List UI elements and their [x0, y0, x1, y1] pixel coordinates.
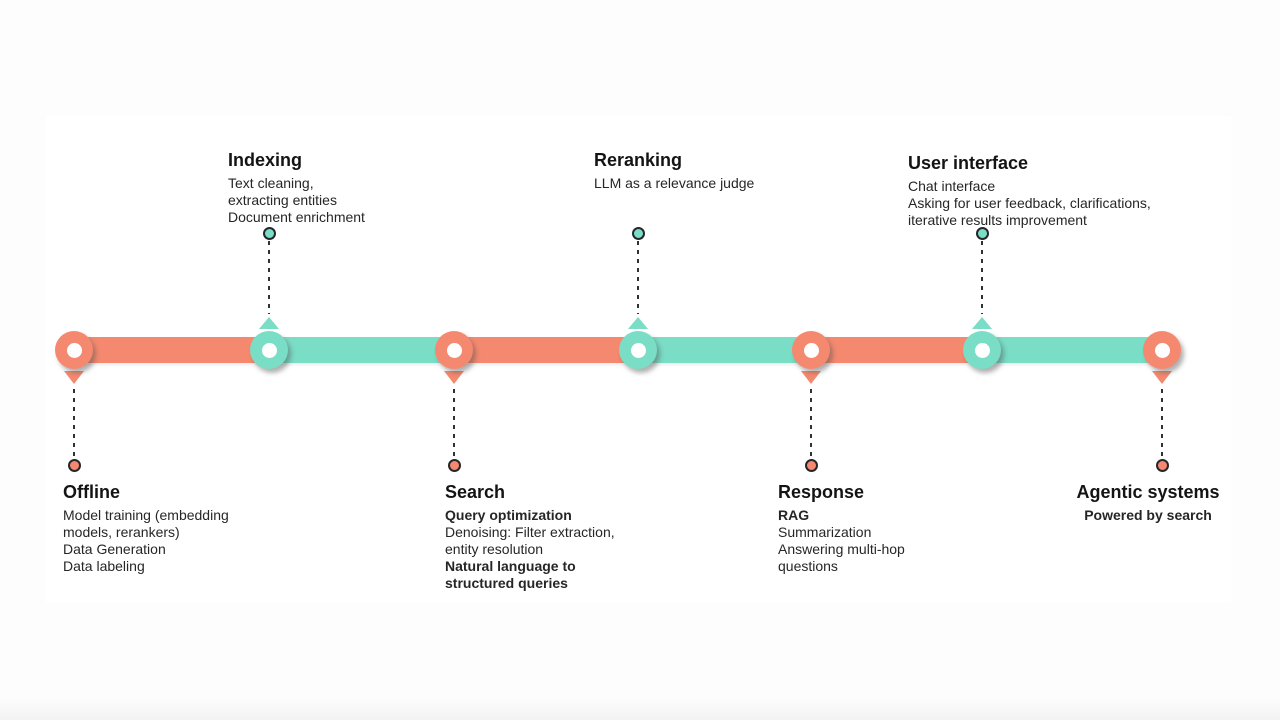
connector-endpoint-dot	[632, 227, 645, 240]
connector-arrow-down-icon	[444, 371, 464, 384]
milestone-label-indexing: Indexing Text cleaning, extracting entit…	[228, 149, 428, 226]
milestone-line: Natural language to	[445, 558, 576, 574]
connector-dashed-line	[268, 241, 270, 314]
milestone-line: Model training (embedding	[63, 507, 229, 523]
node-hole	[974, 342, 990, 358]
timeline-segment	[74, 337, 269, 363]
milestone-line: structured queries	[445, 575, 568, 591]
timeline-segment	[269, 337, 454, 363]
milestone-line: Chat interface	[908, 178, 996, 194]
connector-arrow-down-icon	[801, 371, 821, 384]
milestone-line: Data Generation	[63, 541, 166, 557]
milestone-label-search: Search Query optimization Denoising: Fil…	[445, 481, 660, 592]
node-hole	[630, 342, 646, 358]
connector-endpoint-dot	[805, 459, 818, 472]
milestone-line: questions	[778, 558, 838, 574]
milestone-title: Reranking	[594, 150, 683, 170]
milestone-line: Document enrichment	[228, 209, 365, 225]
timeline-node-agentic-systems	[1143, 331, 1181, 369]
connector-dashed-line	[810, 389, 812, 459]
milestone-label-reranking: Reranking LLM as a relevance judge	[594, 149, 814, 192]
milestone-line: Answering multi-hop	[778, 541, 905, 557]
milestone-line: Denoising: Filter extraction,	[445, 524, 615, 540]
milestone-line: models, rerankers)	[63, 524, 180, 540]
timeline-segment	[454, 337, 638, 363]
connector-endpoint-dot	[448, 459, 461, 472]
milestone-line: Text cleaning,	[228, 175, 314, 191]
milestone-title: Indexing	[228, 150, 303, 170]
timeline-node-reranking	[619, 331, 657, 369]
milestone-line: RAG	[778, 507, 810, 523]
connector-endpoint-dot	[68, 459, 81, 472]
milestone-title: Offline	[63, 482, 120, 502]
connector-arrow-up-icon	[628, 317, 648, 329]
connector-dashed-line	[453, 389, 455, 459]
timeline-segment	[811, 337, 982, 363]
milestone-label-offline: Offline Model training (embedding models…	[63, 481, 263, 575]
milestone-label-agentic-systems: Agentic systems Powered by search	[1038, 481, 1258, 524]
timeline-node-response	[792, 331, 830, 369]
node-hole	[66, 342, 82, 358]
milestone-line: Data labeling	[63, 558, 145, 574]
connector-dashed-line	[1161, 389, 1163, 459]
milestone-line: iterative results improvement	[908, 212, 1087, 228]
timeline-node-offline	[55, 331, 93, 369]
milestone-line: LLM as a relevance judge	[594, 175, 755, 191]
page-edge-shadow	[0, 698, 1280, 720]
milestone-label-response: Response RAG Summarization Answering mul…	[778, 481, 958, 575]
connector-arrow-down-icon	[1152, 371, 1172, 384]
timeline-node-indexing	[250, 331, 288, 369]
milestone-title: User interface	[908, 153, 1029, 173]
milestone-line: Powered by search	[1084, 507, 1212, 523]
milestone-title: Search	[445, 482, 506, 502]
node-hole	[803, 342, 819, 358]
connector-arrow-up-icon	[972, 317, 992, 329]
milestone-line: extracting entities	[228, 192, 337, 208]
connector-dashed-line	[637, 241, 639, 314]
milestone-line: Query optimization	[445, 507, 572, 523]
connector-arrow-up-icon	[259, 317, 279, 329]
milestone-line: entity resolution	[445, 541, 544, 557]
connector-dashed-line	[73, 389, 75, 459]
timeline-segment	[638, 337, 811, 363]
node-hole	[261, 342, 277, 358]
milestone-title: Response	[778, 482, 865, 502]
timeline-node-user-interface	[963, 331, 1001, 369]
milestone-title: Agentic systems	[1076, 482, 1220, 502]
connector-endpoint-dot	[1156, 459, 1169, 472]
milestone-line: Asking for user feedback, clarifications…	[908, 195, 1151, 211]
milestone-line: Summarization	[778, 524, 872, 540]
connector-dashed-line	[981, 241, 983, 314]
connector-arrow-down-icon	[64, 371, 84, 384]
connector-endpoint-dot	[976, 227, 989, 240]
node-hole	[1154, 342, 1170, 358]
milestone-label-user-interface: User interface Chat interface Asking for…	[908, 152, 1208, 229]
timeline-segment	[982, 337, 1162, 363]
connector-endpoint-dot	[263, 227, 276, 240]
timeline-node-search	[435, 331, 473, 369]
node-hole	[446, 342, 462, 358]
